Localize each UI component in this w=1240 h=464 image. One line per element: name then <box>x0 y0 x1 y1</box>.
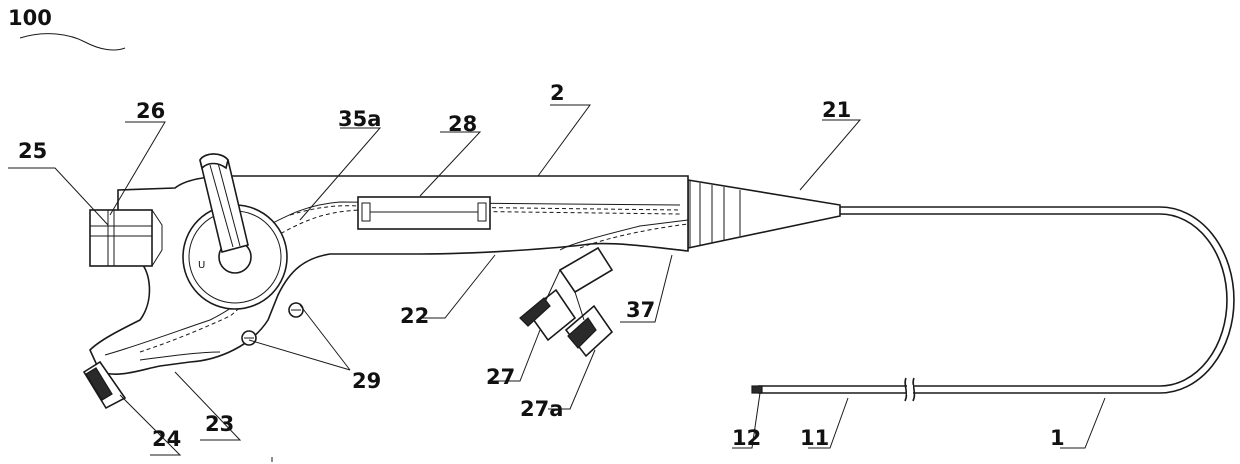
break-mark-right <box>913 378 914 401</box>
label-27: 27 <box>486 365 515 389</box>
figure-number: 100 <box>8 6 52 30</box>
label-24: 24 <box>152 427 181 451</box>
label-27a: 27a <box>520 397 563 421</box>
label-28: 28 <box>448 112 477 136</box>
label-23: 23 <box>205 412 234 436</box>
insertion-tube <box>752 207 1234 401</box>
label-21: 21 <box>822 98 851 122</box>
label-22: 22 <box>400 304 429 328</box>
distal-tip <box>752 386 762 393</box>
strap-guide <box>358 197 490 229</box>
label-12: 12 <box>732 426 761 450</box>
label-11: 11 <box>800 426 829 450</box>
svg-text:U: U <box>198 260 205 271</box>
label-1: 1 <box>1050 426 1065 450</box>
label-37: 37 <box>626 298 655 322</box>
label-2: 2 <box>550 81 565 105</box>
strain-relief-cone <box>688 180 840 248</box>
label-35a: 35a <box>338 107 381 131</box>
figure-number-leader <box>20 34 125 50</box>
label-26: 26 <box>136 99 165 123</box>
label-29: 29 <box>352 369 381 393</box>
break-mark-left <box>905 378 906 401</box>
label-25: 25 <box>18 139 47 163</box>
working-channel-ports <box>520 248 612 356</box>
proximal-connector <box>90 210 162 266</box>
